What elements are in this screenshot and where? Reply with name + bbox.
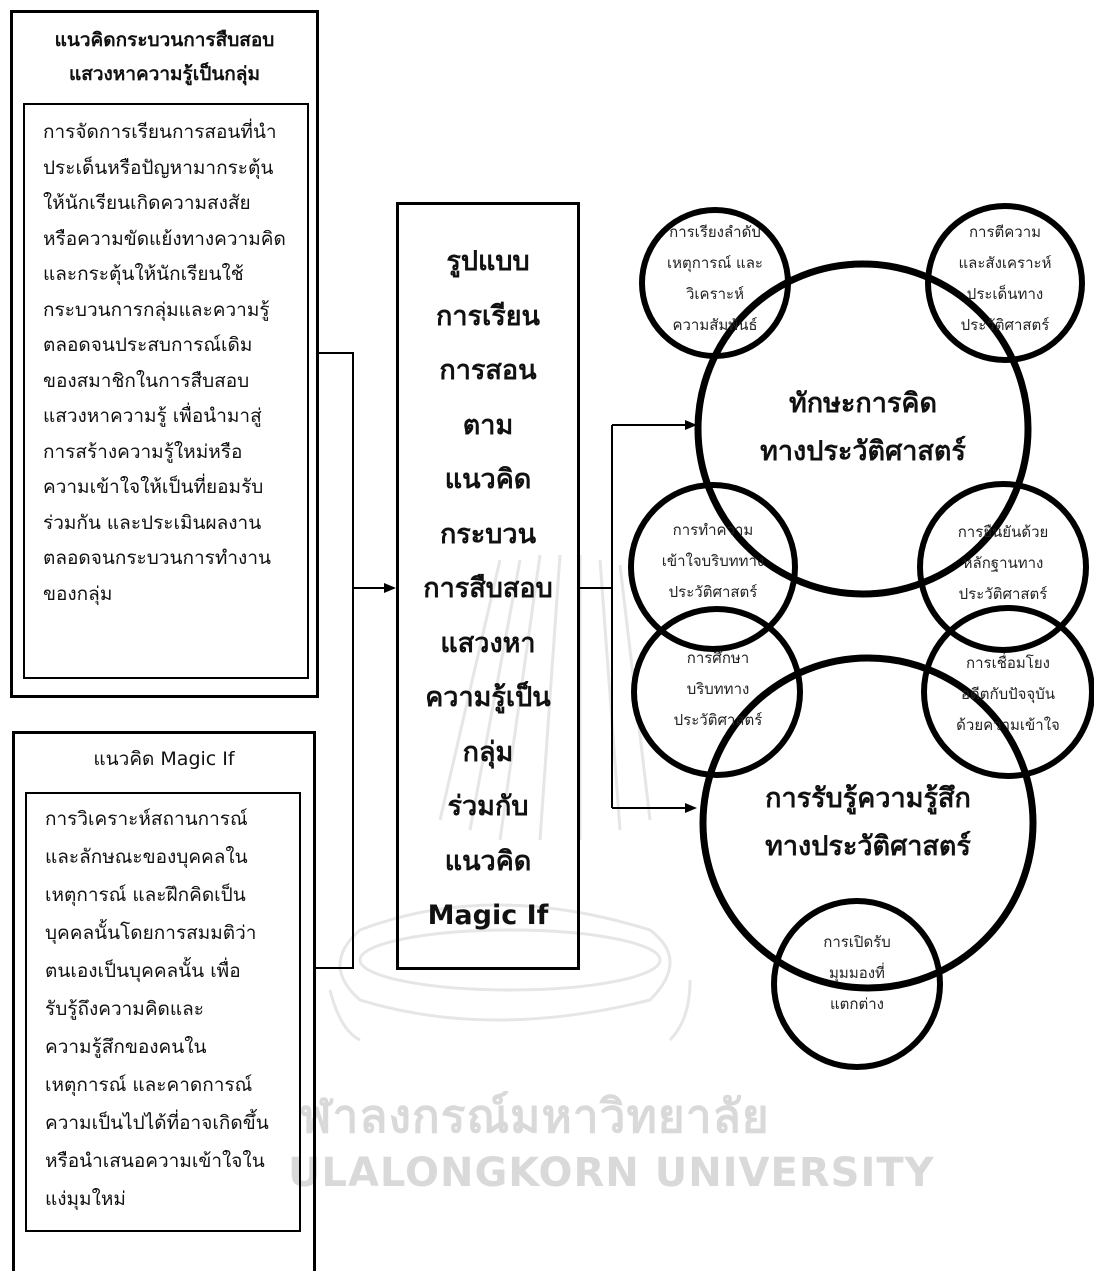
empathy-sub2-label: การเชื่อมโยง อดีตกับปัจจุบัน ด้วยความเข้… — [956, 654, 1060, 734]
thinking-title: ทักษะการคิด ทางประวัติศาสตร์ — [760, 388, 966, 467]
empathy-sub1-label: การศึกษา บริบททาง ประวัติศาสตร์ — [673, 649, 763, 729]
empathy-sub3-label: การเปิดรับ มุมมองที่ แตกต่าง — [823, 933, 891, 1013]
magic-if-box: แนวคิด Magic If การวิเคราะห์สถานการณ์ แล… — [12, 731, 316, 1271]
inquiry-concept-box: แนวคิดกระบวนการสืบสอบ แสวงหาความรู้เป็นก… — [10, 10, 319, 698]
model-title: รูปแบบ การเรียน การสอน ตาม แนวคิด กระบวน… — [423, 246, 553, 931]
thinking-circle — [694, 260, 1032, 598]
model-box: รูปแบบ การเรียน การสอน ตาม แนวคิด กระบวน… — [396, 202, 580, 970]
thinking-sub4-circle — [917, 481, 1089, 653]
inquiry-concept-body-box: การจัดการเรียนการสอนที่นำ ประเด็นหรือปัญ… — [23, 103, 309, 679]
connector-magic-to-center — [315, 588, 354, 969]
empathy-sub3-circle — [771, 898, 943, 1070]
magic-if-description: การวิเคราะห์สถานการณ์ และลักษณะของบุคคลใ… — [45, 808, 269, 1210]
magic-if-title: แนวคิด Magic If — [93, 748, 235, 770]
thinking-sub3-circle — [628, 482, 798, 652]
empathy-title: การรับรู้ความรู้สึก ทางประวัติศาสตร์ — [765, 783, 971, 862]
magic-if-body-box: การวิเคราะห์สถานการณ์ และลักษณะของบุคคลใ… — [25, 792, 301, 1232]
thinking-sub3-label: การทำความ เข้าใจบริบททาง ประวัติศาสตร์ — [661, 521, 765, 601]
empathy-sub2-circle — [921, 605, 1094, 779]
empathy-circle — [699, 654, 1037, 992]
thinking-sub2-label: การตีความ และสังเคราะห์ ประเด็นทาง ประวั… — [958, 223, 1052, 334]
thinking-sub1-label: การเรียงลำดับ เหตุการณ์ และ วิเคราะห์ คว… — [667, 223, 763, 334]
thinking-sub1-circle — [639, 207, 791, 359]
empathy-sub1-circle — [631, 606, 803, 778]
thinking-sub2-circle — [925, 203, 1085, 363]
inquiry-concept-title: แนวคิดกระบวนการสืบสอบ แสวงหาความรู้เป็นก… — [54, 29, 275, 85]
connector-inquiry-to-center — [318, 352, 354, 588]
thinking-sub4-label: การยืนยันด้วย หลักฐานทาง ประวัติศาสตร์ — [957, 523, 1049, 603]
inquiry-concept-description: การจัดการเรียนการสอนที่นำ ประเด็นหรือปัญ… — [43, 121, 286, 605]
